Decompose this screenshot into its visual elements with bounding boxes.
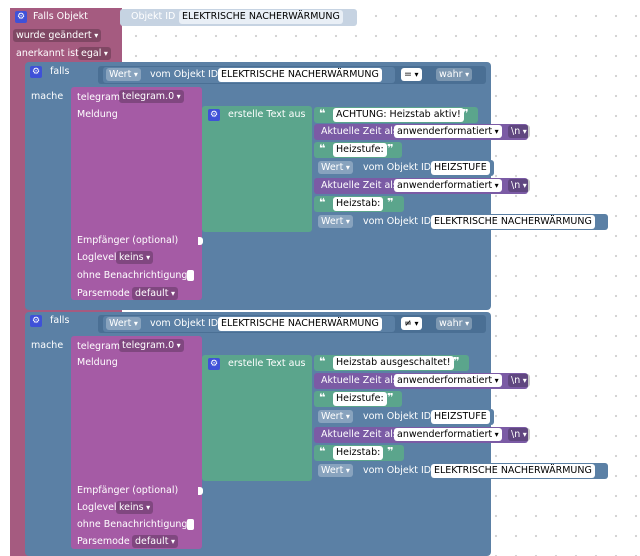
quote-open-icon: ❝ bbox=[319, 196, 326, 209]
text-field-1[interactable]: Heizstab ausgeschaltet! bbox=[333, 356, 454, 370]
loglevel-label: Loglevel bbox=[77, 502, 117, 513]
checkbox[interactable] bbox=[187, 270, 194, 281]
loglevel-dropdown[interactable]: keins bbox=[116, 501, 154, 514]
aktuelle-zeit-label: Aktuelle Zeit als bbox=[321, 126, 398, 137]
anerkannt-dropdown[interactable]: egal bbox=[78, 47, 111, 60]
objekt-field-elektrisch[interactable]: ELEKTRISCHE NACHERWÄRMUNG bbox=[431, 215, 595, 229]
gear-icon[interactable]: ⚙ bbox=[15, 11, 27, 23]
newline-field[interactable]: \n bbox=[508, 125, 530, 138]
input-notch bbox=[198, 237, 203, 245]
text-field-1[interactable]: ACHTUNG: Heizstab aktiv! bbox=[333, 108, 464, 122]
input-notch bbox=[198, 487, 203, 495]
aktuelle-zeit-label: Aktuelle Zeit als bbox=[321, 180, 398, 191]
quote-open-icon: ❝ bbox=[319, 391, 326, 404]
text-join-block[interactable] bbox=[202, 355, 312, 481]
operator-dropdown[interactable]: = bbox=[401, 68, 422, 81]
falls-label: falls bbox=[50, 315, 70, 326]
cond-objekt-field[interactable]: ELEKTRISCHE NACHERWÄRMUNG bbox=[218, 68, 382, 82]
wert-dropdown[interactable]: Wert bbox=[106, 317, 141, 330]
aktuelle-zeit-label: Aktuelle Zeit als bbox=[321, 375, 398, 386]
mache-label: mache bbox=[31, 91, 64, 102]
cond-objekt-field[interactable]: ELEKTRISCHE NACHERWÄRMUNG bbox=[218, 317, 382, 331]
meldung-label: Meldung bbox=[77, 357, 118, 368]
parsemode-dropdown[interactable]: default bbox=[132, 535, 178, 548]
operator-dropdown[interactable]: ≠ bbox=[401, 317, 422, 330]
objekt-field-heizstufe[interactable]: HEIZSTUFE bbox=[431, 161, 490, 175]
gear-icon[interactable]: ⚙ bbox=[30, 315, 42, 327]
checkbox[interactable] bbox=[187, 519, 194, 530]
gear-icon[interactable]: ⚙ bbox=[208, 358, 220, 370]
format-dropdown[interactable]: anwenderformatiert bbox=[394, 179, 502, 192]
mache-label: mache bbox=[31, 340, 64, 351]
empfaenger-label: Empfänger (optional) bbox=[77, 235, 179, 246]
cond-value-dropdown[interactable]: wahr bbox=[436, 317, 473, 330]
quote-close-icon: ❞ bbox=[453, 355, 460, 368]
telegram-label: telegram bbox=[77, 92, 121, 103]
parsemode-dropdown[interactable]: default bbox=[132, 287, 178, 300]
quote-close-icon: ❞ bbox=[387, 445, 394, 458]
loglevel-label: Loglevel bbox=[77, 252, 117, 263]
falls-objekt-label: Falls Objekt bbox=[33, 11, 88, 22]
telegram-block[interactable] bbox=[71, 87, 202, 300]
quote-close-icon: ❞ bbox=[387, 391, 394, 404]
newline-field[interactable]: \n bbox=[508, 179, 530, 192]
format-dropdown[interactable]: anwenderformatiert bbox=[394, 428, 502, 441]
wurde-geaendert-dropdown[interactable]: wurde geändert bbox=[13, 29, 102, 42]
vom-objekt-label: vom Objekt ID bbox=[363, 465, 432, 476]
cond-value-dropdown[interactable]: wahr bbox=[436, 68, 473, 81]
objekt-field-heizstufe[interactable]: HEIZSTUFE bbox=[431, 410, 490, 424]
wert-dropdown[interactable]: Wert bbox=[318, 215, 353, 228]
ohne-benachrichtigung-label: ohne Benachrichtigung bbox=[77, 519, 188, 530]
aktuelle-zeit-label: Aktuelle Zeit als bbox=[321, 429, 398, 440]
quote-open-icon: ❝ bbox=[319, 445, 326, 458]
gear-icon[interactable]: ⚙ bbox=[30, 66, 42, 78]
telegram-instance-dropdown[interactable]: telegram.0 bbox=[119, 339, 184, 352]
vom-objekt-label: vom Objekt ID bbox=[363, 162, 432, 173]
text-join-block[interactable] bbox=[202, 106, 312, 232]
objekt-id-field[interactable]: ELEKTRISCHE NACHERWÄRMUNG bbox=[179, 10, 343, 24]
gear-icon[interactable]: ⚙ bbox=[208, 109, 220, 121]
empfaenger-label: Empfänger (optional) bbox=[77, 485, 179, 496]
format-dropdown[interactable]: anwenderformatiert bbox=[394, 374, 502, 387]
meldung-label: Meldung bbox=[77, 109, 118, 120]
wert-dropdown[interactable]: Wert bbox=[318, 161, 353, 174]
format-dropdown[interactable]: anwenderformatiert bbox=[394, 125, 502, 138]
vom-objekt-label: vom Objekt ID bbox=[363, 411, 432, 422]
quote-open-icon: ❝ bbox=[319, 142, 326, 155]
vom-objekt-label: vom Objekt ID bbox=[363, 216, 432, 227]
quote-close-icon: ❞ bbox=[387, 196, 394, 209]
quote-close-icon: ❞ bbox=[462, 107, 469, 120]
erstelle-text-label: erstelle Text aus bbox=[228, 109, 306, 120]
parsemode-label: Parsemode bbox=[77, 288, 130, 299]
falls-label: falls bbox=[50, 66, 70, 77]
telegram-label: telegram bbox=[77, 341, 121, 352]
newline-field[interactable]: \n bbox=[508, 374, 530, 387]
erstelle-text-label: erstelle Text aus bbox=[228, 358, 306, 369]
wert-dropdown[interactable]: Wert bbox=[318, 410, 353, 423]
ohne-benachrichtigung-label: ohne Benachrichtigung bbox=[77, 270, 188, 281]
telegram-instance-dropdown[interactable]: telegram.0 bbox=[119, 90, 184, 103]
quote-open-icon: ❝ bbox=[319, 107, 326, 120]
quote-open-icon: ❝ bbox=[319, 355, 326, 368]
quote-close-icon: ❞ bbox=[387, 142, 394, 155]
text-field-heizstufe[interactable]: Heizstufe: bbox=[333, 143, 387, 157]
text-field-heizstab[interactable]: Heizstab: bbox=[333, 446, 384, 460]
parsemode-label: Parsemode bbox=[77, 536, 130, 547]
text-field-heizstufe[interactable]: Heizstufe: bbox=[333, 392, 387, 406]
anerkannt-ist-label: anerkannt ist bbox=[16, 48, 79, 59]
wert-dropdown[interactable]: Wert bbox=[106, 68, 141, 81]
vom-objekt-label: vom Objekt ID bbox=[150, 318, 219, 329]
text-field-heizstab[interactable]: Heizstab: bbox=[333, 197, 384, 211]
newline-field[interactable]: \n bbox=[508, 428, 530, 441]
vom-objekt-label: vom Objekt ID bbox=[150, 69, 219, 80]
objekt-field-elektrisch[interactable]: ELEKTRISCHE NACHERWÄRMUNG bbox=[431, 464, 595, 478]
objekt-id-label: Objekt ID bbox=[131, 11, 176, 22]
loglevel-dropdown[interactable]: keins bbox=[116, 251, 154, 264]
wert-dropdown[interactable]: Wert bbox=[318, 464, 353, 477]
